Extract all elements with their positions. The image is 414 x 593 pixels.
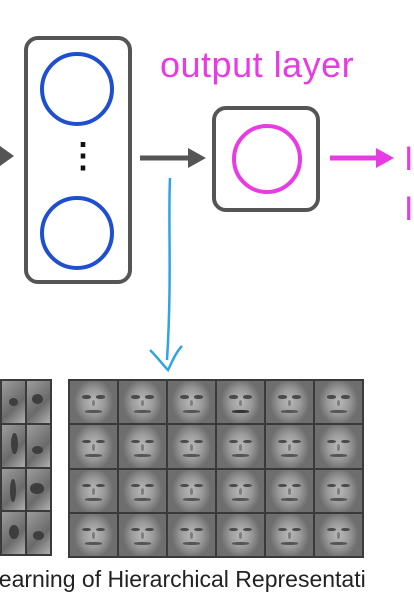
face-feature — [119, 425, 166, 468]
part-feature — [2, 512, 25, 554]
face-feature — [266, 513, 313, 556]
face-feature — [217, 469, 264, 512]
feature-pointer-arrow — [165, 177, 172, 361]
part-feature — [2, 424, 25, 467]
part-features-grid — [0, 379, 52, 556]
face-feature — [70, 381, 117, 424]
face-feature — [168, 513, 215, 556]
face-feature — [315, 425, 362, 468]
face-features-grid — [68, 379, 364, 558]
ellipsis: ⋮ — [66, 137, 100, 175]
face-feature — [266, 425, 313, 468]
face-feature — [119, 469, 166, 512]
feature-pointer-arrowhead — [149, 345, 183, 373]
output-cut-text-2: I — [404, 190, 414, 228]
face-feature — [315, 469, 362, 512]
part-feature — [27, 424, 50, 467]
face-feature — [266, 469, 313, 512]
part-feature — [2, 468, 25, 511]
output-arrowhead — [376, 148, 394, 168]
hidden-neuron-top — [40, 52, 114, 126]
face-feature — [119, 381, 166, 424]
face-feature — [119, 513, 166, 556]
output-neuron — [232, 124, 302, 194]
face-feature — [266, 381, 313, 424]
face-feature — [315, 381, 362, 424]
face-feature — [217, 513, 264, 556]
output-layer-label: output layer — [160, 44, 355, 85]
face-feature — [168, 469, 215, 512]
face-feature — [168, 381, 215, 424]
face-feature — [217, 425, 264, 468]
hidden-to-output-arrowhead — [188, 148, 206, 168]
face-feature — [70, 425, 117, 468]
part-feature — [27, 468, 50, 511]
face-feature — [315, 513, 362, 556]
part-feature — [2, 381, 25, 423]
face-feature — [168, 425, 215, 468]
face-feature — [70, 513, 117, 556]
output-cut-text-1: I — [404, 140, 414, 178]
output-layer-box — [212, 106, 320, 212]
part-feature — [27, 381, 50, 423]
incoming-arrowhead — [0, 146, 14, 166]
face-feature — [70, 469, 117, 512]
hidden-neuron-bottom — [40, 196, 114, 270]
part-feature — [27, 512, 50, 554]
hidden-layer-box: ⋮ — [24, 36, 132, 284]
face-feature — [217, 381, 264, 424]
figure-caption: Learning of Hierarchical Representati — [0, 566, 366, 592]
